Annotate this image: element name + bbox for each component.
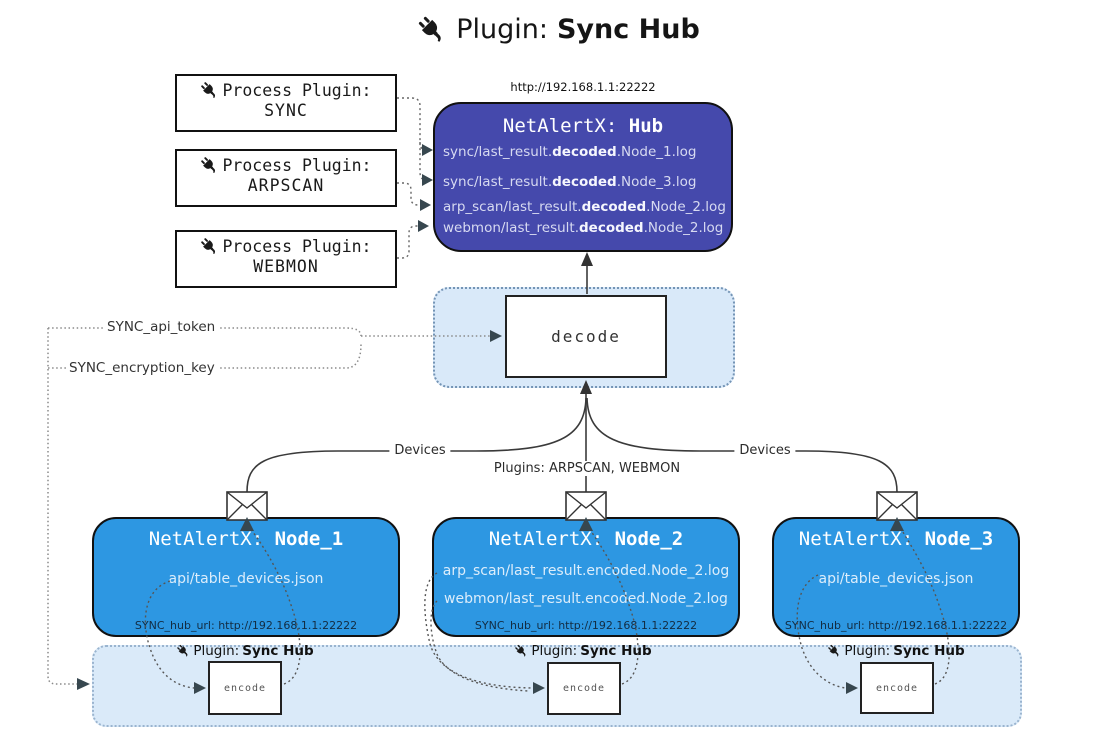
envelope-icon bbox=[226, 491, 268, 521]
envelope-icon bbox=[876, 491, 918, 521]
plug-icon bbox=[514, 644, 529, 658]
sync-api-token-label: SYNC_api_token bbox=[104, 319, 219, 335]
band-plugin-label: Plugin:Sync Hub bbox=[176, 643, 314, 659]
node-hub-url: SYNC_hub_url: http://192.168.1.1:22222 bbox=[134, 619, 358, 632]
process-plugin-name: SYNC bbox=[264, 101, 308, 120]
node-box-node1: NetAlertX: Node_1 api/table_devices.json… bbox=[92, 517, 400, 637]
process-plugin-label: Process Plugin: bbox=[222, 156, 372, 175]
band-plugin-label: Plugin:Sync Hub bbox=[827, 643, 965, 659]
node-file-line: api/table_devices.json bbox=[818, 571, 974, 587]
process-plugin-box-sync: Process Plugin: SYNC bbox=[175, 74, 397, 132]
hub-log-line: webmon/last_result.decoded.Node_2.log bbox=[443, 220, 724, 236]
devices-label-left: Devices bbox=[389, 443, 451, 458]
process-plugin-box-arpscan: Process Plugin: ARPSCAN bbox=[175, 149, 397, 207]
plug-icon bbox=[417, 14, 447, 45]
node-file-line: api/table_devices.json bbox=[168, 571, 324, 587]
plug-icon bbox=[176, 644, 191, 658]
envelope-icon bbox=[565, 491, 607, 521]
node-file-line: webmon/last_result.encoded.Node_2.log bbox=[444, 591, 728, 607]
plug-icon bbox=[200, 156, 220, 175]
decode-box: decode bbox=[505, 295, 667, 378]
hub-box: NetAlertX: Hub sync/last_result.decoded.… bbox=[433, 102, 733, 252]
node-file-line: arp_scan/last_result.encoded.Node_2.log bbox=[442, 563, 730, 579]
node-box-node2: NetAlertX: Node_2 arp_scan/last_result.e… bbox=[432, 517, 740, 637]
band-plugin-label: Plugin:Sync Hub bbox=[514, 643, 652, 659]
devices-label-right: Devices bbox=[734, 443, 796, 458]
arrow-into-hub-line3 bbox=[420, 199, 431, 211]
envelope-icons bbox=[226, 491, 918, 521]
process-plugin-label: Process Plugin: bbox=[222, 81, 372, 100]
encode-box: encode bbox=[860, 662, 934, 714]
hub-log-line: sync/last_result.decoded.Node_1.log bbox=[443, 144, 697, 160]
hub-log-line: sync/last_result.decoded.Node_3.log bbox=[443, 174, 697, 190]
arrow-into-hub-line4 bbox=[418, 220, 429, 232]
plug-icon bbox=[827, 644, 842, 658]
page-title: Plugin: Sync Hub bbox=[0, 14, 1117, 45]
hub-log-line: arp_scan/last_result.decoded.Node_2.log bbox=[443, 199, 726, 215]
plugins-label-middle: Plugins: ARPSCAN, WEBMON bbox=[488, 461, 686, 476]
process-plugin-label: Process Plugin: bbox=[222, 237, 372, 256]
plug-icon bbox=[200, 237, 220, 256]
arrow-into-band bbox=[77, 678, 90, 690]
page-title-name: Sync Hub bbox=[556, 14, 700, 45]
hub-title-prefix: NetAlertX: bbox=[502, 115, 629, 137]
arrow-into-hub-line1 bbox=[422, 144, 433, 156]
node-hub-url: SYNC_hub_url: http://192.168.1.1:22222 bbox=[784, 619, 1008, 632]
node-box-node3: NetAlertX: Node_3 api/table_devices.json… bbox=[772, 517, 1020, 637]
process-plugin-box-webmon: Process Plugin: WEBMON bbox=[175, 230, 397, 288]
process-plugin-name: ARPSCAN bbox=[247, 176, 325, 195]
node-title: NetAlertX: Node_1 bbox=[148, 528, 344, 550]
plugin-connectors bbox=[397, 97, 427, 259]
hub-url-label: http://192.168.1.1:22222 bbox=[510, 80, 656, 94]
hub-title: NetAlertX: Hub bbox=[435, 115, 731, 137]
process-plugin-name: WEBMON bbox=[253, 257, 319, 276]
arrow-into-hub-line2 bbox=[422, 174, 433, 186]
encode-box: encode bbox=[208, 661, 282, 715]
sync-encryption-key-label: SYNC_encryption_key bbox=[66, 360, 218, 376]
arrow-into-hub bbox=[581, 252, 593, 266]
node-title: NetAlertX: Node_3 bbox=[798, 528, 994, 550]
encode-box: encode bbox=[547, 662, 621, 715]
node-hub-url: SYNC_hub_url: http://192.168.1.1:22222 bbox=[474, 619, 698, 632]
page-title-prefix: Plugin: bbox=[456, 14, 548, 45]
hub-title-name: Hub bbox=[628, 115, 664, 137]
node-title: NetAlertX: Node_2 bbox=[488, 528, 684, 550]
plug-icon bbox=[200, 81, 220, 100]
